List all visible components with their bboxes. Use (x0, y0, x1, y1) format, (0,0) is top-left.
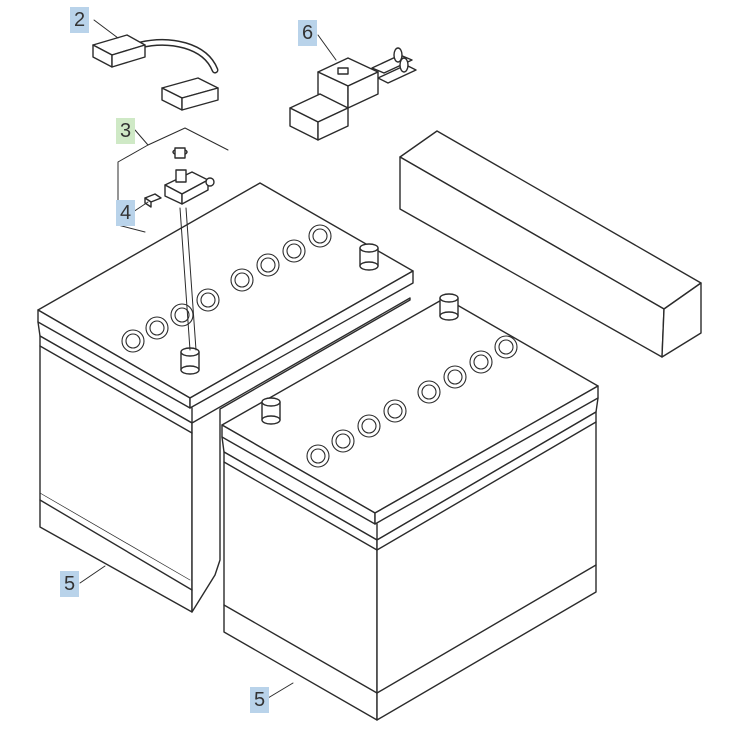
callout-label-2: 2 (70, 7, 90, 33)
callout-label-3: 3 (116, 118, 136, 144)
leader-lines (79, 19, 337, 699)
terminal-cover-part (289, 47, 417, 141)
callout-label-6: 6 (298, 20, 318, 46)
callout-label-5-bottom: 5 (250, 687, 270, 713)
terminal-clamp-part (117, 127, 229, 233)
callout-label-4: 4 (116, 200, 136, 226)
battery-part-1 (37, 182, 414, 613)
block-part (399, 130, 702, 358)
battery-part-2 (221, 293, 599, 721)
callout-label-5-left: 5 (60, 571, 80, 597)
cable-connector-part (92, 34, 219, 111)
